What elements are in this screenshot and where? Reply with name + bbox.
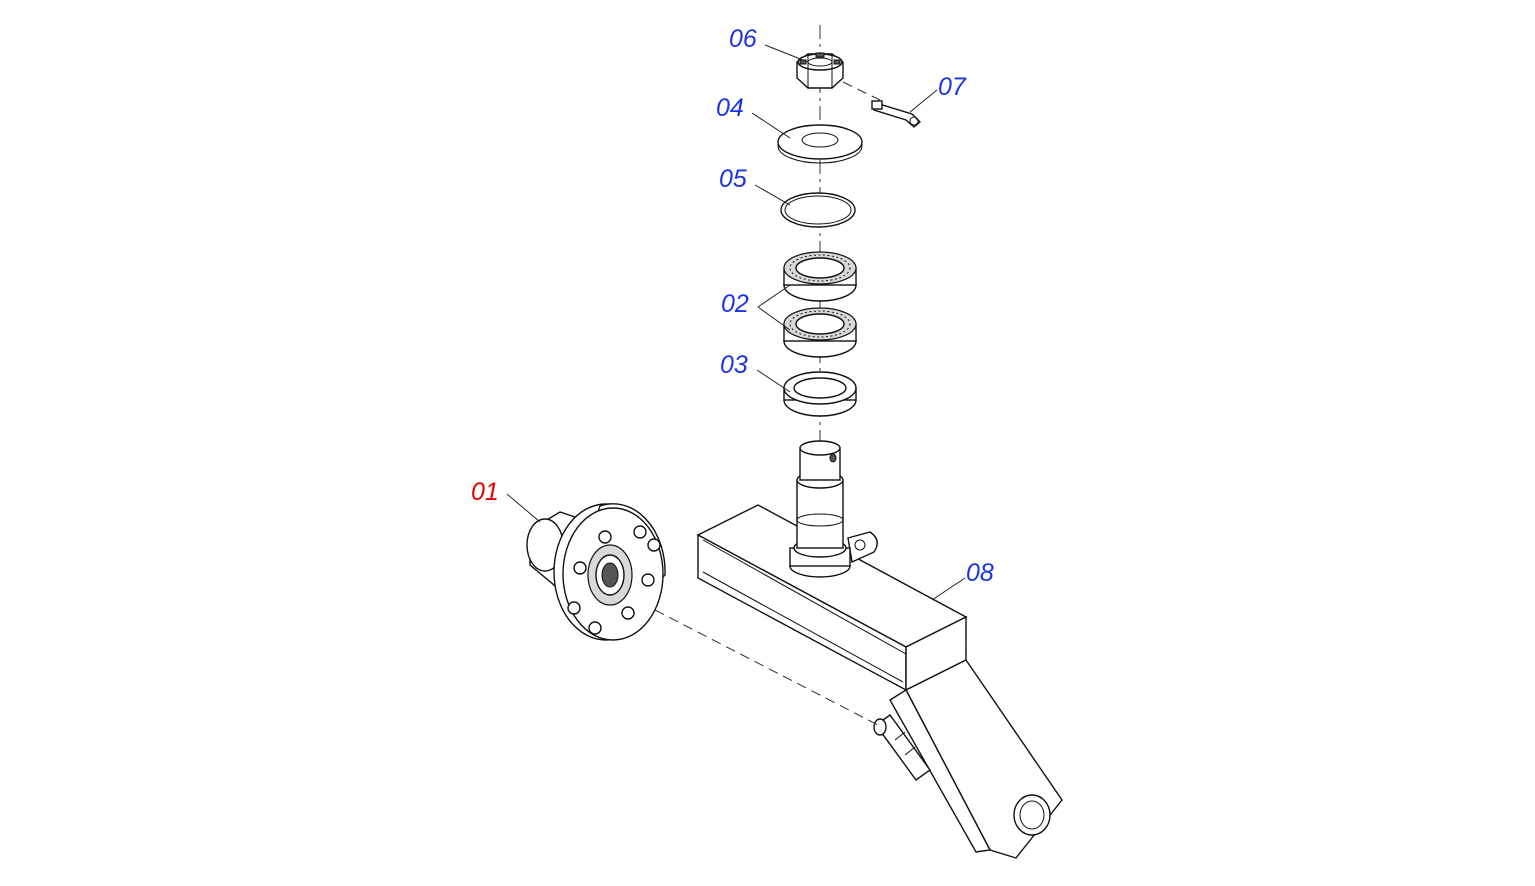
callout-06[interactable]: 06 — [729, 25, 757, 53]
part-04-thrust-washer[interactable] — [777, 124, 863, 164]
callout-07[interactable]: 07 — [938, 73, 967, 101]
leader-02b — [757, 306, 791, 331]
callout-01[interactable]: 01 — [471, 478, 499, 506]
leader-06 — [764, 44, 809, 63]
callout-02[interactable]: 02 — [721, 290, 749, 318]
hub-alignment-line — [654, 609, 879, 726]
leader-05 — [754, 184, 791, 206]
callout-08[interactable]: 08 — [966, 559, 994, 587]
part-01-wheel-hub[interactable] — [526, 503, 666, 641]
leader-03 — [756, 369, 791, 393]
part-03-seal-ring[interactable] — [783, 371, 857, 417]
callout-03[interactable]: 03 — [720, 351, 748, 379]
callout-05[interactable]: 05 — [719, 165, 747, 193]
leader-07 — [909, 89, 938, 113]
leader-08 — [931, 577, 966, 601]
leader-04 — [751, 112, 791, 139]
part-07-split-pin[interactable] — [871, 100, 922, 128]
part-08-axle-arm[interactable] — [696, 440, 1063, 859]
callout-04[interactable]: 04 — [716, 94, 744, 122]
part-02-upper-bearing[interactable] — [783, 251, 857, 302]
part-02-lower-bearing[interactable] — [783, 307, 857, 358]
part-05-ring[interactable] — [780, 192, 856, 228]
pin-alignment-line — [842, 81, 881, 101]
leader-01 — [506, 493, 541, 523]
part-06-castle-nut[interactable] — [796, 52, 844, 89]
leader-02a — [757, 284, 791, 308]
